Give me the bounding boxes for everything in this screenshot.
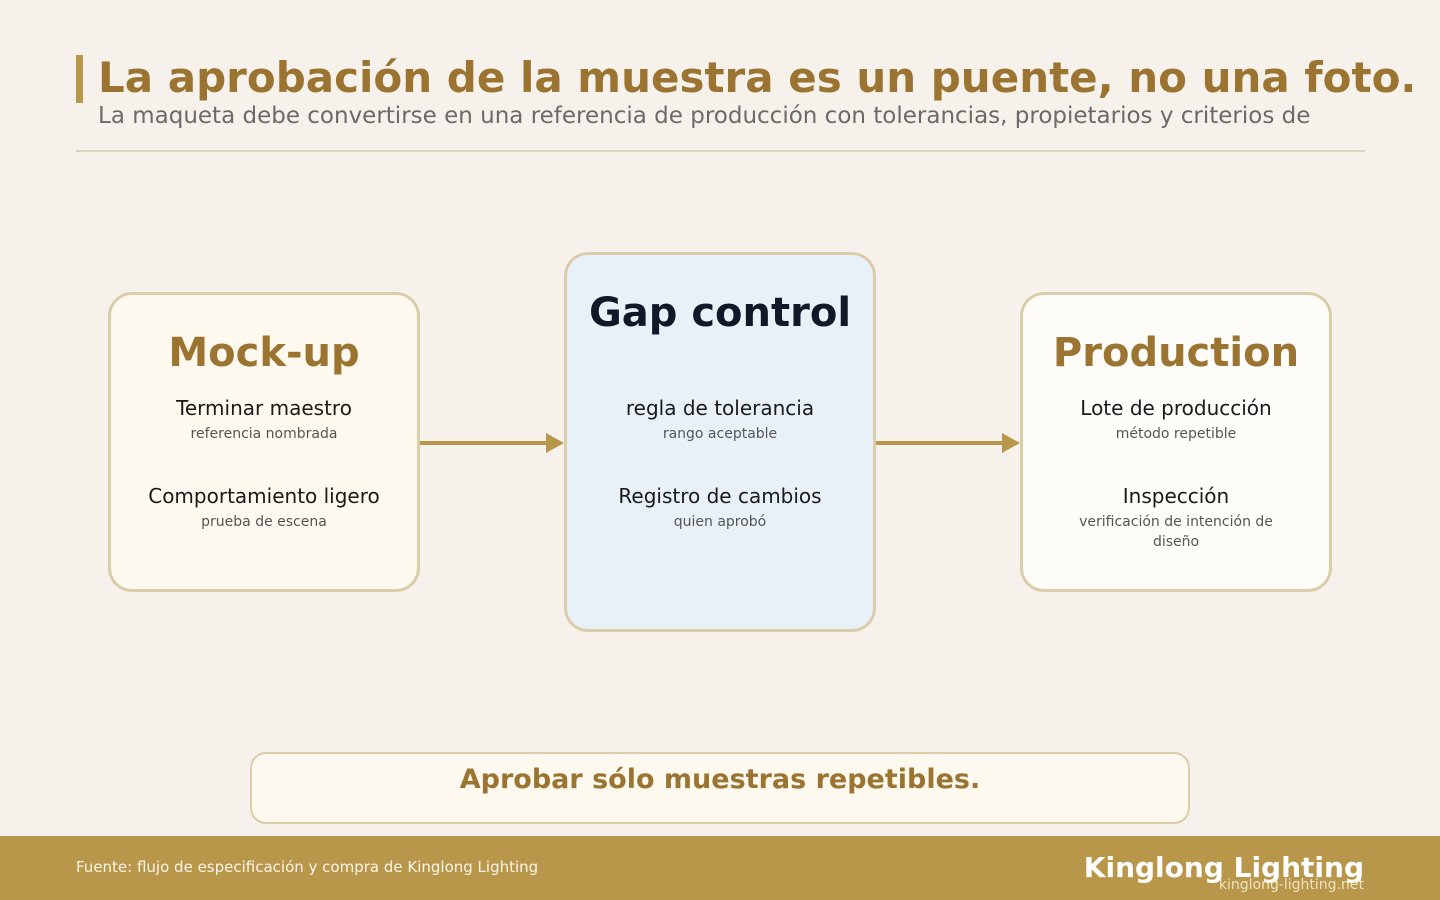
brand-logo: Kinglong Lighting [1083, 851, 1364, 884]
connector-line [876, 441, 1004, 445]
stage-production-item: Lote de producción método repetible [1031, 394, 1321, 444]
stage-mockup-item: Comportamiento ligero prueba de escena [119, 482, 409, 532]
title-accent-bar [76, 55, 83, 103]
stage-gap-control-item: Registro de cambios quien aprobó [575, 482, 865, 532]
item-title: regla de tolerancia [625, 396, 815, 420]
item-subtitle: referencia nombrada [190, 426, 338, 442]
stage-mockup-box: Mock-up Terminar maestro referencia nomb… [108, 292, 420, 592]
item-title: Comportamiento ligero [148, 484, 380, 508]
footer-bar: Fuente: flujo de especificación y compra… [0, 836, 1440, 900]
item-subtitle: prueba de escena [201, 514, 327, 530]
item-title: Registro de cambios [618, 484, 822, 508]
header-divider [76, 150, 1365, 152]
footer-source: Fuente: flujo de especificación y compra… [76, 858, 539, 876]
item-subtitle: verificación de intención de diseño [1079, 514, 1273, 550]
arrow-right-icon [1002, 433, 1020, 453]
stage-production-item: Inspección verificación de intención de … [1031, 482, 1321, 552]
connector-line [420, 441, 548, 445]
item-title: Lote de producción [1080, 396, 1272, 420]
footer-url: kinglong-lighting.net [1218, 877, 1364, 893]
item-subtitle: rango aceptable [662, 426, 778, 442]
stage-gap-control-title: Gap control [588, 290, 852, 336]
stage-gap-control-box: Gap control regla de tolerancia rango ac… [564, 252, 876, 632]
page-title: La aprobación de la muestra es un puente… [98, 53, 1417, 102]
stage-mockup-title: Mock-up [168, 330, 360, 376]
item-subtitle: método repetible [1115, 426, 1237, 442]
stage-mockup-item: Terminar maestro referencia nombrada [119, 394, 409, 444]
item-title: Terminar maestro [176, 396, 352, 420]
arrow-right-icon [546, 433, 564, 453]
stage-production-box: Production Lote de producción método rep… [1020, 292, 1332, 592]
page-subtitle: La maqueta debe convertirse en una refer… [98, 103, 1311, 129]
callout-box: Aprobar sólo muestras repetibles. [250, 752, 1190, 824]
stage-production-title: Production [1052, 330, 1300, 376]
item-title: Inspección [1122, 484, 1230, 508]
item-subtitle: quien aprobó [673, 514, 767, 530]
stage-gap-control-item: regla de tolerancia rango aceptable [575, 394, 865, 444]
